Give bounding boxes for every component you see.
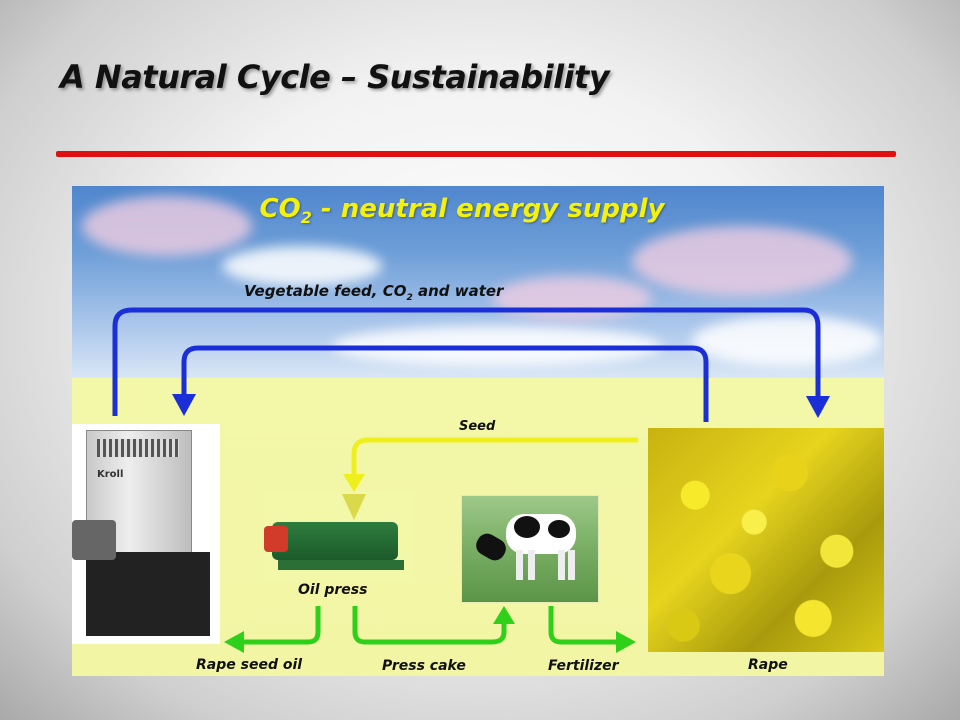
oil-arrowhead bbox=[224, 631, 244, 653]
rape-seed-oil-label: Rape seed oil bbox=[196, 657, 303, 673]
oil-arrow bbox=[242, 606, 321, 645]
rape-label: Rape bbox=[748, 657, 788, 673]
seed-label: Seed bbox=[459, 419, 496, 434]
fertilizer-arrowhead bbox=[616, 631, 636, 653]
cycle-diagram: CO2 - neutral energy supply Vegetable fe… bbox=[72, 186, 884, 676]
press-cake-arrow bbox=[352, 606, 507, 645]
fertilizer-arrow bbox=[548, 606, 618, 645]
vegetable-feed-subscript: 2 bbox=[406, 293, 413, 303]
inner-blue-arrowhead bbox=[172, 394, 196, 416]
heater-brand: Kroll bbox=[97, 469, 124, 480]
seed-arrowhead bbox=[343, 474, 365, 492]
rape-field-icon bbox=[648, 428, 884, 652]
press-cake-label: Press cake bbox=[382, 658, 466, 674]
press-cake-arrowhead bbox=[493, 606, 515, 624]
cow-icon bbox=[461, 495, 599, 603]
title-divider bbox=[56, 151, 896, 157]
inner-blue-arrow bbox=[181, 345, 709, 422]
vegetable-feed-text: Vegetable feed, CO bbox=[244, 282, 407, 300]
vegetable-feed-label: Vegetable feed, CO2 and water bbox=[244, 282, 503, 303]
oil-press-icon bbox=[264, 492, 414, 582]
vegetable-feed-rest: and water bbox=[412, 282, 504, 300]
slide-title: A Natural Cycle – Sustainability bbox=[60, 58, 610, 96]
diagram-heading: CO2 - neutral energy supply bbox=[72, 194, 884, 227]
heading-subscript: 2 bbox=[300, 208, 312, 228]
cycle-arrows bbox=[112, 307, 830, 653]
seed-arrow bbox=[351, 437, 638, 476]
outer-blue-arrowhead bbox=[806, 396, 830, 418]
heading-co: CO bbox=[259, 194, 301, 224]
heading-rest: - neutral energy supply bbox=[311, 194, 665, 224]
oil-press-label: Oil press bbox=[298, 582, 368, 598]
fertilizer-label: Fertilizer bbox=[548, 658, 619, 674]
outer-blue-arrow bbox=[112, 307, 821, 416]
heater-icon: Kroll bbox=[72, 424, 220, 644]
